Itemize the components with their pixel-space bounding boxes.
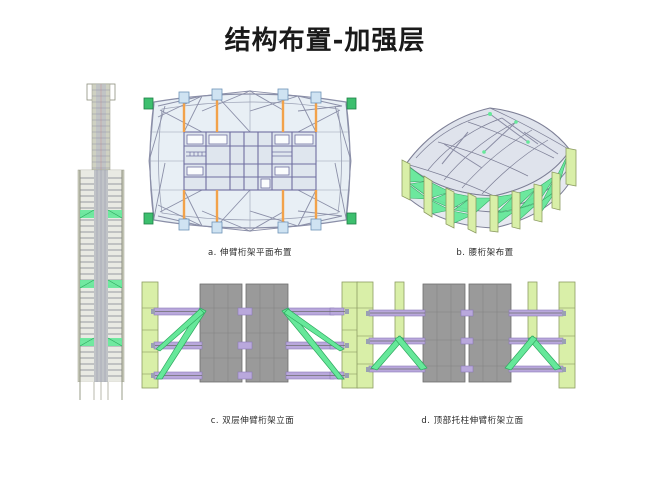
caption-figure-a: a. 伸臂桁架平面布置 [207,248,293,258]
tower-main-shaft [77,169,125,383]
elev-d-nodes [366,311,566,372]
tower-crown [86,83,116,171]
plan-perimeter-bracing [148,90,352,232]
plan-perimeter-nodes [178,88,322,234]
elev-d-core-walls [422,283,512,383]
elev-d-chevron-braces [370,335,562,371]
plan-core [183,131,317,191]
tower-outrigger-levels [79,209,123,347]
plan-corner-columns [143,97,357,225]
figure-top-transfer-outrigger-elevation [355,278,577,400]
figure-tower-elevation [72,82,130,402]
elev-d-mega-columns [356,281,576,389]
iso-roof-nodes [482,112,530,154]
caption-figure-c: c. 双层伸臂桁架立面 [210,416,295,426]
iso-columns [401,147,577,234]
tower-base [78,382,124,400]
caption-figure-d: d. 顶部托柱伸臂桁架立面 [421,416,524,426]
elev-c-nodes [151,309,349,378]
elev-c-core-walls [199,283,289,383]
page-title: 结构布置-加强层 [224,26,426,56]
elev-c-diagonal-braces [155,307,345,380]
caption-figure-b: b. 腰桁架布置 [456,248,514,258]
figure-double-outrigger-elevation [140,278,360,400]
iso-roof-braces [441,113,559,169]
figure-belt-truss-iso [398,92,583,234]
figure-outrigger-plan [140,80,360,242]
